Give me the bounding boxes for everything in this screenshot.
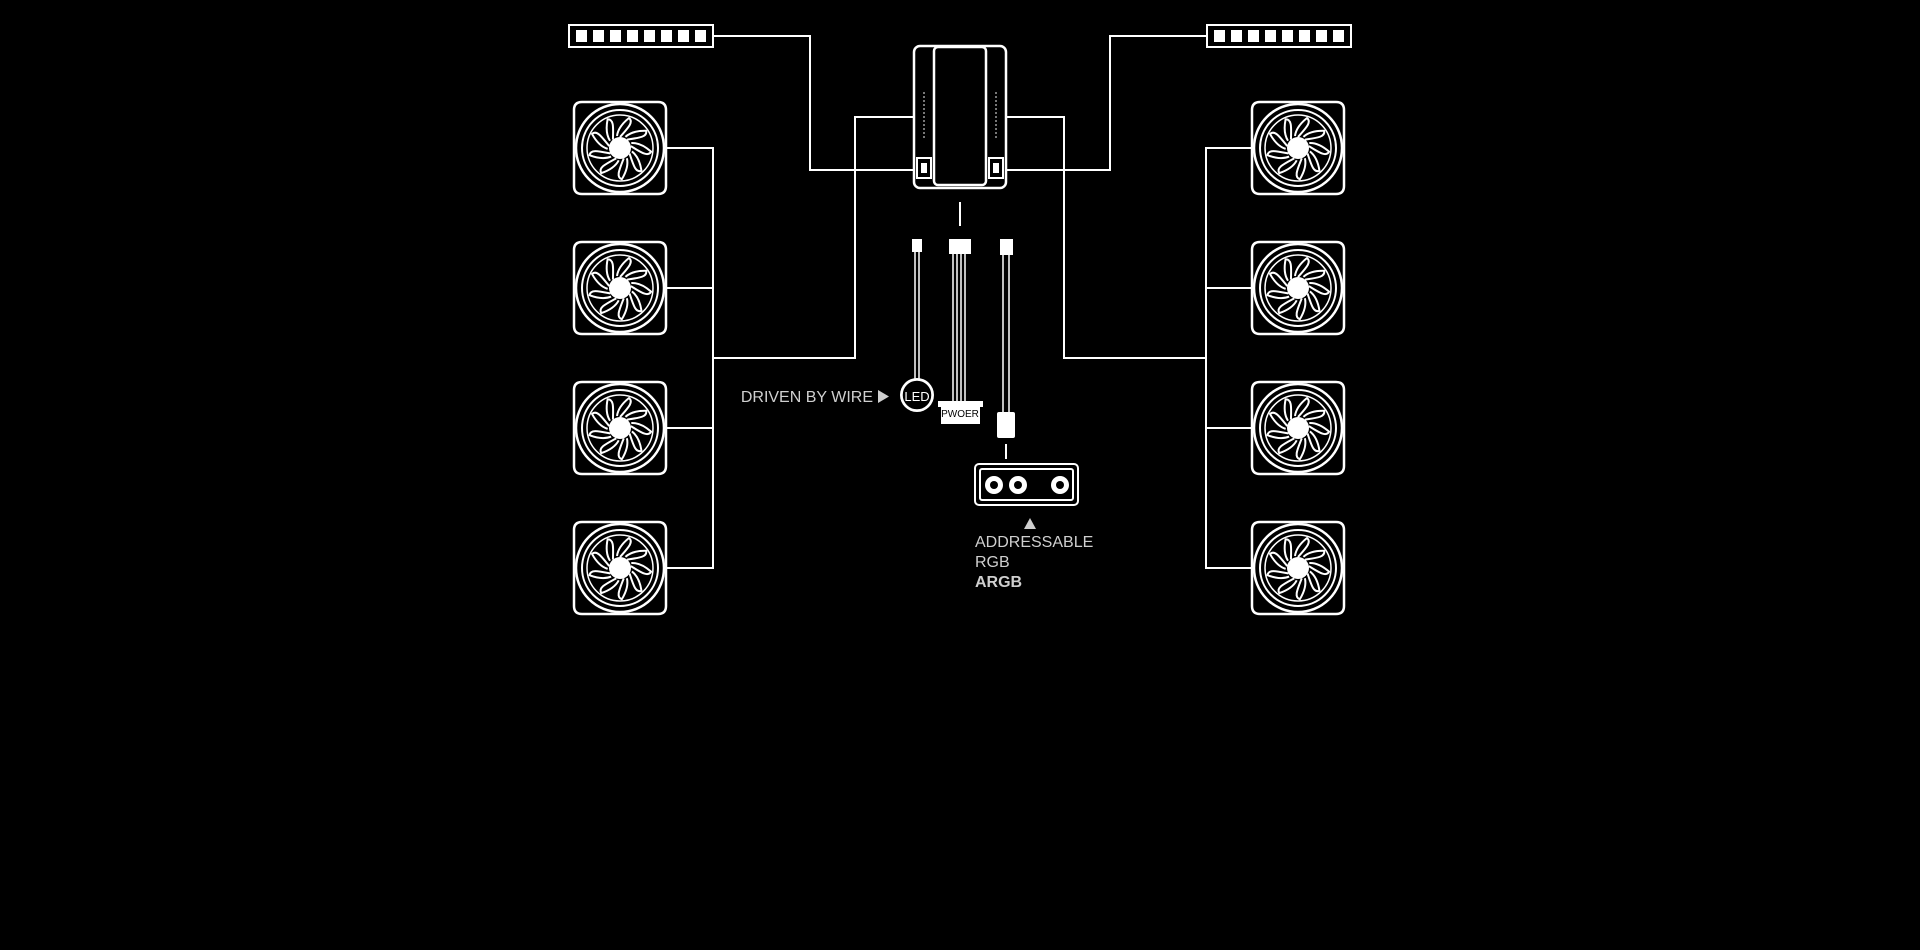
led-strip-right [1206, 24, 1352, 48]
driven-by-wire-label: DRIVEN BY WIRE [741, 389, 873, 406]
power-label: PWOER [941, 409, 979, 420]
argb-cable [997, 239, 1015, 459]
addressable-label: ADDRESSABLE [975, 534, 1093, 551]
fan-icon [1250, 100, 1346, 196]
fan-icon [572, 100, 668, 196]
led-strip-left [568, 24, 714, 48]
fan-icon [1250, 520, 1346, 616]
led-label: LED [904, 389, 929, 404]
fan-icon [572, 240, 668, 336]
fan-icon [1250, 380, 1346, 476]
power-cable [938, 239, 983, 424]
wire-strip-right [1005, 35, 1207, 171]
arrow-up-icon [1024, 518, 1036, 529]
wire-fans-right [1004, 116, 1252, 569]
hub-controller [912, 44, 1008, 190]
argb-header [974, 463, 1079, 506]
led-cable [912, 239, 922, 380]
wire-strip-left [713, 35, 913, 171]
argb-label: ARGB [975, 574, 1022, 591]
fan-icon [572, 380, 668, 476]
fan-icon [572, 520, 668, 616]
rgb-label: RGB [975, 554, 1010, 571]
wire-fans-left [666, 116, 915, 569]
arrow-right-icon [878, 390, 889, 403]
fan-icon [1250, 240, 1346, 336]
